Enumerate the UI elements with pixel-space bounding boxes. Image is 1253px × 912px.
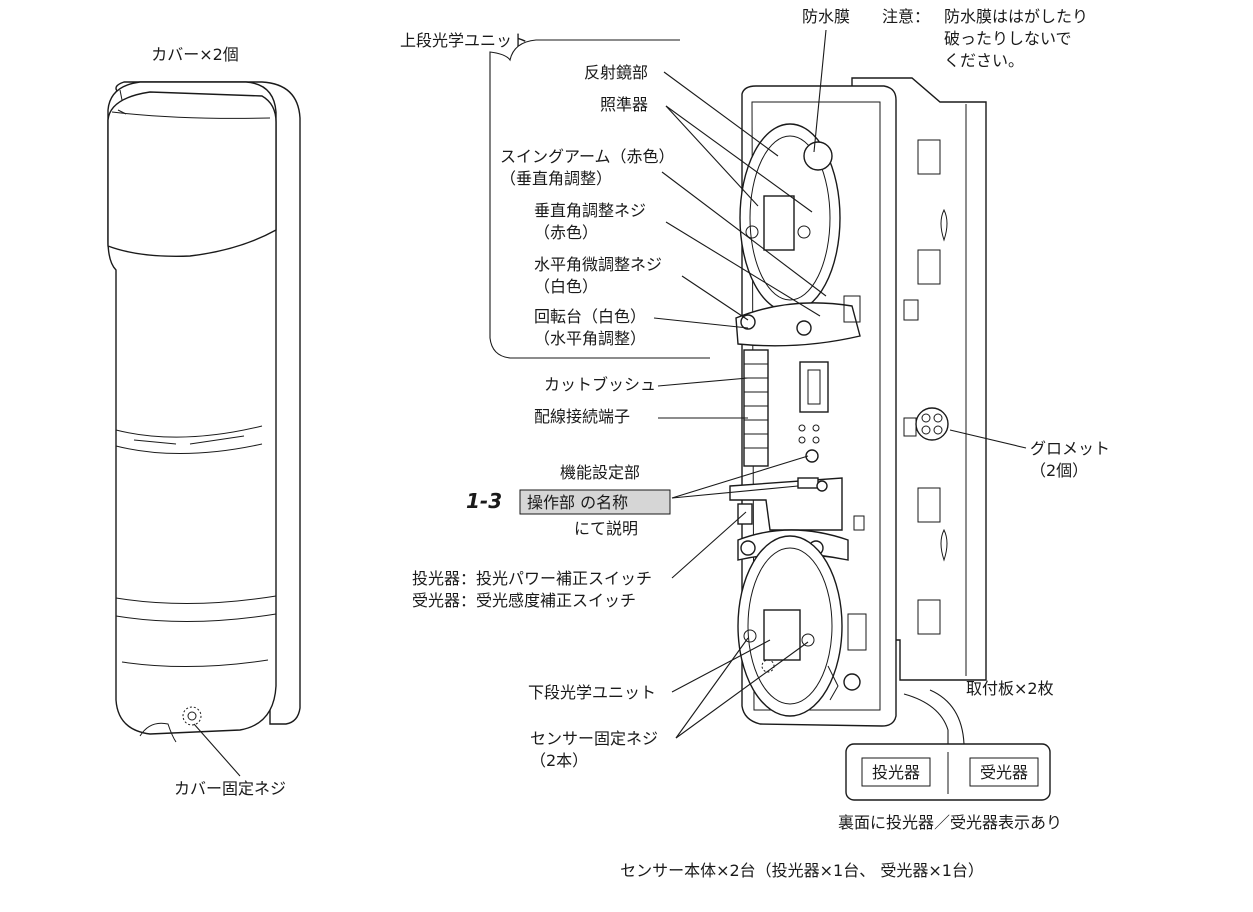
cover-screw-leader: [193, 723, 241, 777]
part-vertical-screw-1: 垂直角調整ネジ: [534, 201, 646, 220]
lower-unit-label: 下段光学ユニット: [528, 683, 656, 702]
emitter-tag: [861, 757, 931, 787]
cover-illustration: [107, 81, 301, 743]
cover-screw-label: カバー固定ネジ: [174, 779, 286, 798]
receiver-tag: [969, 757, 1039, 787]
waterproof-note-line-1: 防水膜ははがしたり: [944, 7, 1088, 26]
indication-curve-right: [929, 689, 965, 745]
indication-curve-left: [903, 693, 949, 744]
part-horizontal-fine-2: （白色）: [534, 277, 598, 296]
waterproof-note-line-3: ください。: [944, 51, 1024, 70]
function-setting-leader-2: [671, 485, 799, 499]
reference-number: 1-3: [466, 489, 502, 513]
part-vertical-screw-leader: [665, 221, 821, 317]
grommet-label-2: （2個）: [1030, 461, 1088, 480]
waterproof-leader: [813, 29, 827, 153]
sensor-screw-label-1: センサー固定ネジ: [530, 729, 658, 748]
switch-leader: [671, 511, 747, 579]
part-turntable-2: （水平角調整）: [534, 329, 646, 348]
upper-unit-title: 上段光学ユニット: [400, 31, 528, 50]
part-reflector-leader: [663, 71, 779, 157]
reference-suffix: にて説明: [574, 519, 638, 538]
part-turntable-1: 回転台（白色）: [534, 307, 646, 326]
reference-box: [519, 489, 671, 515]
part-horizontal-fine-1: 水平角微調整ネジ: [534, 255, 662, 274]
receiver-tag-text: 受光器: [980, 763, 1028, 782]
part-swing-arm-leader: [661, 171, 827, 297]
function-setting-label: 機能設定部: [560, 463, 640, 482]
reference-box-text: 操作部 の名称: [527, 493, 628, 512]
upper-unit-bracket: [489, 39, 710, 359]
sensor-body-illustration: [729, 85, 897, 727]
waterproof-note-line-2: 破ったりしないで: [944, 29, 1072, 48]
sensor-screw-label-2: （2本）: [530, 751, 588, 770]
terminal-label: 配線接続端子: [534, 407, 630, 426]
figure-caption: センサー本体×2台（投光器×1台、 受光器×1台）: [620, 861, 984, 880]
emitter-tag-text: 投光器: [872, 763, 920, 782]
part-turntable-leader: [653, 317, 749, 329]
switch-label-1: 投光器：投光パワー補正スイッチ: [412, 569, 652, 588]
part-sight: 照準器: [600, 95, 648, 114]
lower-unit-leader: [671, 639, 771, 693]
part-swing-arm-1: スイングアーム（赤色）: [500, 147, 675, 166]
sensor-screw-leader-1: [675, 637, 749, 739]
part-swing-arm-2: （垂直角調整）: [500, 169, 612, 188]
part-sight-leader-2: [665, 105, 813, 213]
part-vertical-screw-2: （赤色）: [534, 223, 598, 242]
grommet-label-1: グロメット: [1030, 439, 1110, 458]
grommet-leader: [949, 429, 1027, 449]
cut-bush-label: カットブッシュ: [544, 375, 656, 394]
indication-note: 裏面に投光器／受光器表示あり: [838, 813, 1062, 832]
part-reflector: 反射鏡部: [584, 63, 648, 82]
function-setting-leader-1: [671, 455, 809, 499]
waterproof-note-head: 注意：: [882, 7, 930, 26]
cut-bush-leader: [657, 377, 749, 387]
switch-label-2: 受光器：受光感度補正スイッチ: [412, 591, 636, 610]
part-sight-leader-1: [665, 105, 759, 207]
mount-plate-label: 取付板×2枚: [966, 679, 1054, 698]
waterproof-label: 防水膜: [802, 7, 850, 26]
cover-title: カバー×2個: [151, 45, 239, 64]
part-horizontal-fine-leader: [681, 275, 749, 321]
sensor-screw-leader-2: [675, 641, 809, 739]
